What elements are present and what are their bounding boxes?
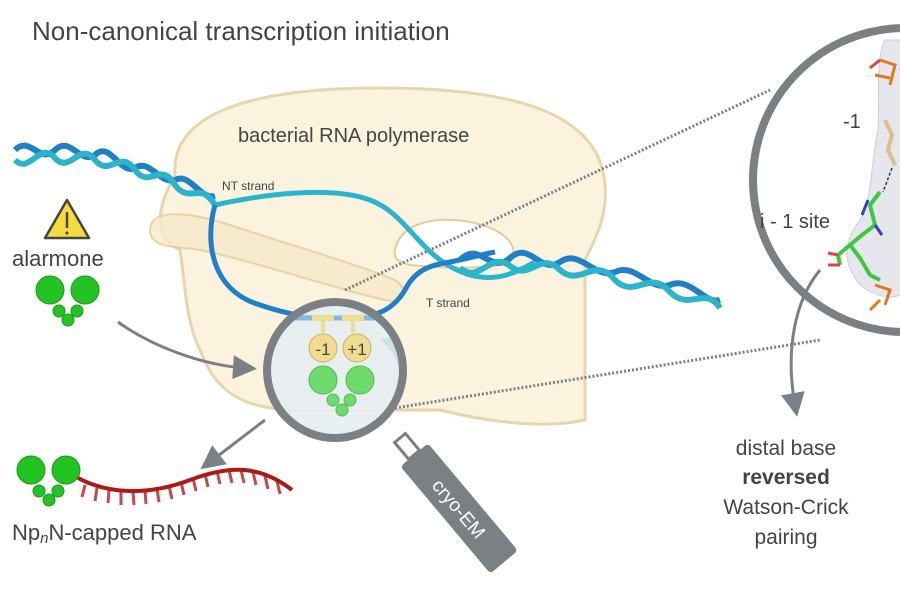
alarmone-molecule-icon <box>35 275 100 327</box>
dna-strand-light <box>12 149 218 207</box>
nucleotide-stem-plus1 <box>342 315 364 321</box>
molecular-structure <box>827 39 900 312</box>
figure-title: Non-canonical transcription initiation <box>32 16 450 46</box>
phosphate-top <box>874 58 897 86</box>
conclusion-arrow <box>781 269 822 417</box>
nucleotide-stem-plus1-v <box>351 321 355 333</box>
product-label: NpnN-capped RNA <box>12 520 197 547</box>
nitrogen-atoms <box>860 199 884 236</box>
dna-downstream-helix <box>457 249 723 310</box>
nt-strand-label: NT strand <box>222 179 274 193</box>
alarmone-group: alarmone <box>12 198 104 327</box>
handle-neck <box>392 431 422 462</box>
warning-dot <box>65 231 69 235</box>
rna-backbone <box>77 467 294 493</box>
structure-inset: -1 i - 1 site <box>749 24 900 336</box>
conclusion-line-3: Watson-Crick <box>723 496 849 519</box>
base-minus1 <box>883 119 897 166</box>
nucleotide-plus1 <box>342 333 372 363</box>
position-minus1-label: -1 <box>315 340 330 359</box>
product-label-prefix: Np <box>12 520 40 545</box>
magnifying-glass-icon: -1 +1 cryo-EM <box>263 298 517 573</box>
conclusion-line-1: distal base <box>736 437 836 460</box>
lens-handle: cryo-EM <box>392 431 517 573</box>
binding-arrow <box>117 320 257 380</box>
product-arrow <box>200 418 266 470</box>
nucleotide-stem-minus1-v <box>321 321 325 333</box>
handle-grip <box>401 444 517 573</box>
dna-upstream-helix <box>12 142 218 207</box>
cap-alarmone-icon <box>16 455 81 507</box>
position-plus1-label: +1 <box>347 340 366 359</box>
oxygen-atoms <box>827 58 881 267</box>
capped-rna: NpnN-capped RNA <box>12 455 294 547</box>
lens-glass <box>267 302 403 438</box>
bound-alarmone-icon <box>308 365 375 417</box>
nt-strand <box>214 189 537 281</box>
phosphate-bottom <box>868 283 892 312</box>
conclusion-line-4: pairing <box>754 526 817 549</box>
t-strand-label: T strand <box>426 296 470 310</box>
conclusion-text: distal base reversed Watson-Crick pairin… <box>723 437 849 549</box>
product-label-subscript: n <box>40 530 48 547</box>
inset-rim <box>749 24 900 336</box>
lens-rim <box>263 298 407 442</box>
product-label-suffix: N-capped RNA <box>48 520 196 545</box>
dna-strand-light-downstream <box>458 258 723 310</box>
inset-position-label: -1 <box>843 111 861 133</box>
conclusion-line-2: reversed <box>742 466 830 489</box>
inset-site-label: i - 1 site <box>760 211 830 233</box>
alarmone-label: alarmone <box>12 246 104 271</box>
nucleotide-stem-minus1 <box>312 315 334 321</box>
nucleotide-minus1 <box>308 333 338 363</box>
polymerase-label: bacterial RNA polymerase <box>238 125 469 147</box>
density-map <box>846 39 900 298</box>
hydrogen-bond <box>882 167 893 193</box>
